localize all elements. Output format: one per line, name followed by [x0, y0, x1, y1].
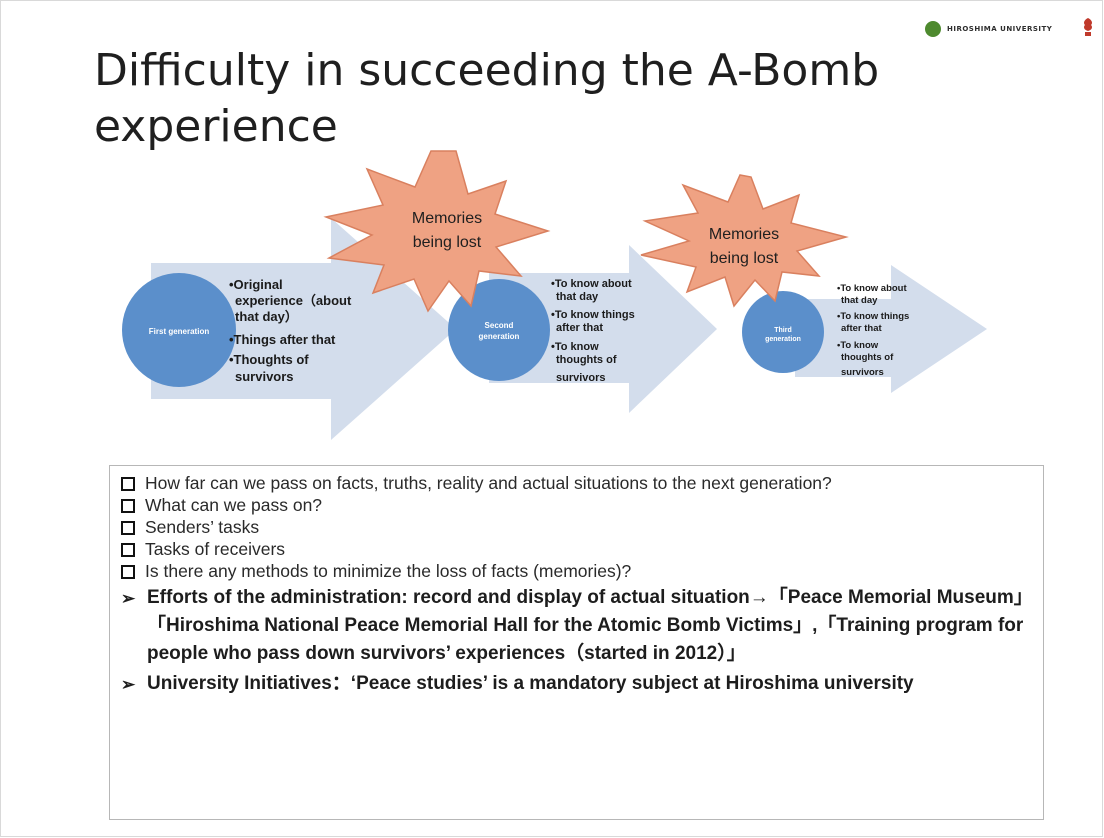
gen1-item: •Original: [229, 277, 283, 292]
gen1-item: experience（about: [235, 293, 352, 308]
burst1-line1: Memories: [412, 210, 482, 227]
gen2-item: •To know things: [551, 309, 635, 321]
arrow-second-generation: [489, 245, 717, 413]
arrow-bullet-icon: ➢: [121, 675, 136, 694]
gen2-item: •To know: [551, 341, 599, 353]
gen1-items: •Original experience（about that day） •Th…: [229, 277, 352, 384]
list-item-text: How far can we pass on facts, truths, re…: [145, 473, 832, 493]
generation-diagram: Memories being lost Memories being lost …: [122, 150, 987, 440]
emblem-icon: [1084, 18, 1092, 36]
burst1-line2: being lost: [413, 234, 482, 251]
square-bullet-icon: [121, 565, 135, 579]
burst-memories-lost-1: [323, 150, 551, 313]
gen1-item: that day）: [235, 309, 298, 324]
page-title: Difficulty in succeeding the A-Bomb expe…: [94, 43, 1024, 155]
university-logo: HIROSHIMA UNIVERSITY: [925, 21, 1052, 37]
square-bullet-icon: [121, 477, 135, 491]
list-item: Is there any methods to minimize the los…: [121, 560, 1037, 582]
burst2-line2: being lost: [710, 250, 779, 267]
gen3-item: •To know: [837, 340, 879, 351]
gen3-items: •To know about that day •To know things …: [837, 283, 909, 378]
gen1-item: •Thoughts of: [229, 352, 309, 367]
gen2-label-line2: generation: [479, 332, 520, 341]
gen1-item: survivors: [235, 369, 294, 384]
list-item-text: Senders’ tasks: [145, 517, 260, 537]
gen1-label: First generation: [149, 327, 210, 336]
circle-first-generation: [122, 273, 236, 387]
logo-text: HIROSHIMA UNIVERSITY: [947, 25, 1053, 33]
globe-icon: [925, 21, 941, 37]
square-bullet-icon: [121, 499, 135, 513]
arrow-third-generation: [795, 265, 987, 393]
title-line-2: experience: [94, 101, 338, 152]
list-item-text: Is there any methods to minimize the los…: [145, 561, 632, 581]
bold-list-item: ➢ University Initiatives：‘Peace studies’ …: [121, 670, 1037, 699]
gen2-items: •To know about that day •To know things …: [551, 278, 635, 384]
list-item: What can we pass on?: [121, 494, 1037, 516]
gen3-item: that day: [841, 295, 878, 306]
gen3-item: •To know about: [837, 283, 907, 294]
gen2-item: survivors: [556, 372, 606, 384]
gen3-item: thoughts of: [841, 352, 894, 363]
title-line-1: Difficulty in succeeding the A-Bomb: [94, 45, 880, 96]
circle-third-generation: [742, 291, 824, 373]
bold-list-item-text: University Initiatives：‘Peace studies’ i…: [147, 673, 914, 694]
gen3-label-line2: generation: [765, 336, 801, 343]
circle-second-generation: [448, 279, 550, 381]
square-bullet-icon: [121, 543, 135, 557]
list-item: Senders’ tasks: [121, 516, 1037, 538]
gen1-item: •Things after that: [229, 332, 336, 347]
gen2-label-line1: Second: [485, 321, 514, 330]
square-bullet-icon: [121, 521, 135, 535]
gen2-item: that day: [556, 291, 599, 303]
arrow-first-generation: [151, 218, 456, 440]
bold-list-item: ➢ Efforts of the administration: record a…: [121, 584, 1037, 668]
gen3-item: •To know things: [837, 311, 909, 322]
gen2-item: after that: [556, 322, 603, 334]
list-item-text: What can we pass on?: [145, 495, 323, 515]
gen3-label-line1: Third: [774, 327, 792, 334]
discussion-box: How far can we pass on facts, truths, re…: [109, 465, 1044, 820]
list-item: Tasks of receivers: [121, 538, 1037, 560]
list-item: How far can we pass on facts, truths, re…: [121, 472, 1037, 494]
burst-memories-lost-2: [640, 174, 849, 308]
list-item-text: Tasks of receivers: [145, 539, 286, 559]
gen3-item: survivors: [841, 367, 884, 378]
arrow-bullet-icon: ➢: [121, 589, 136, 608]
gen3-item: after that: [841, 323, 882, 334]
gen2-item: •To know about: [551, 278, 632, 290]
bold-list-item-text: Efforts of the administration: record an…: [147, 587, 1033, 664]
gen2-item: thoughts of: [556, 354, 617, 366]
burst2-line1: Memories: [709, 226, 779, 243]
